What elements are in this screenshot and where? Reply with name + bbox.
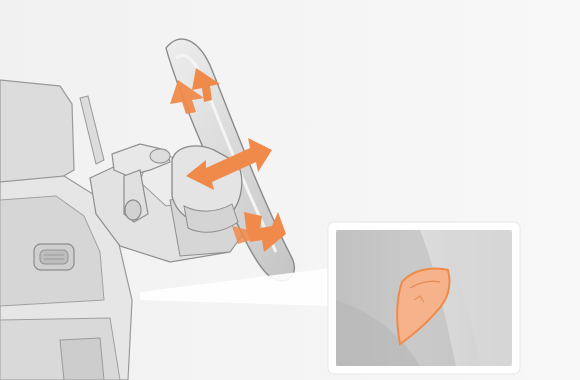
adjustment-lever-detail xyxy=(328,222,520,374)
